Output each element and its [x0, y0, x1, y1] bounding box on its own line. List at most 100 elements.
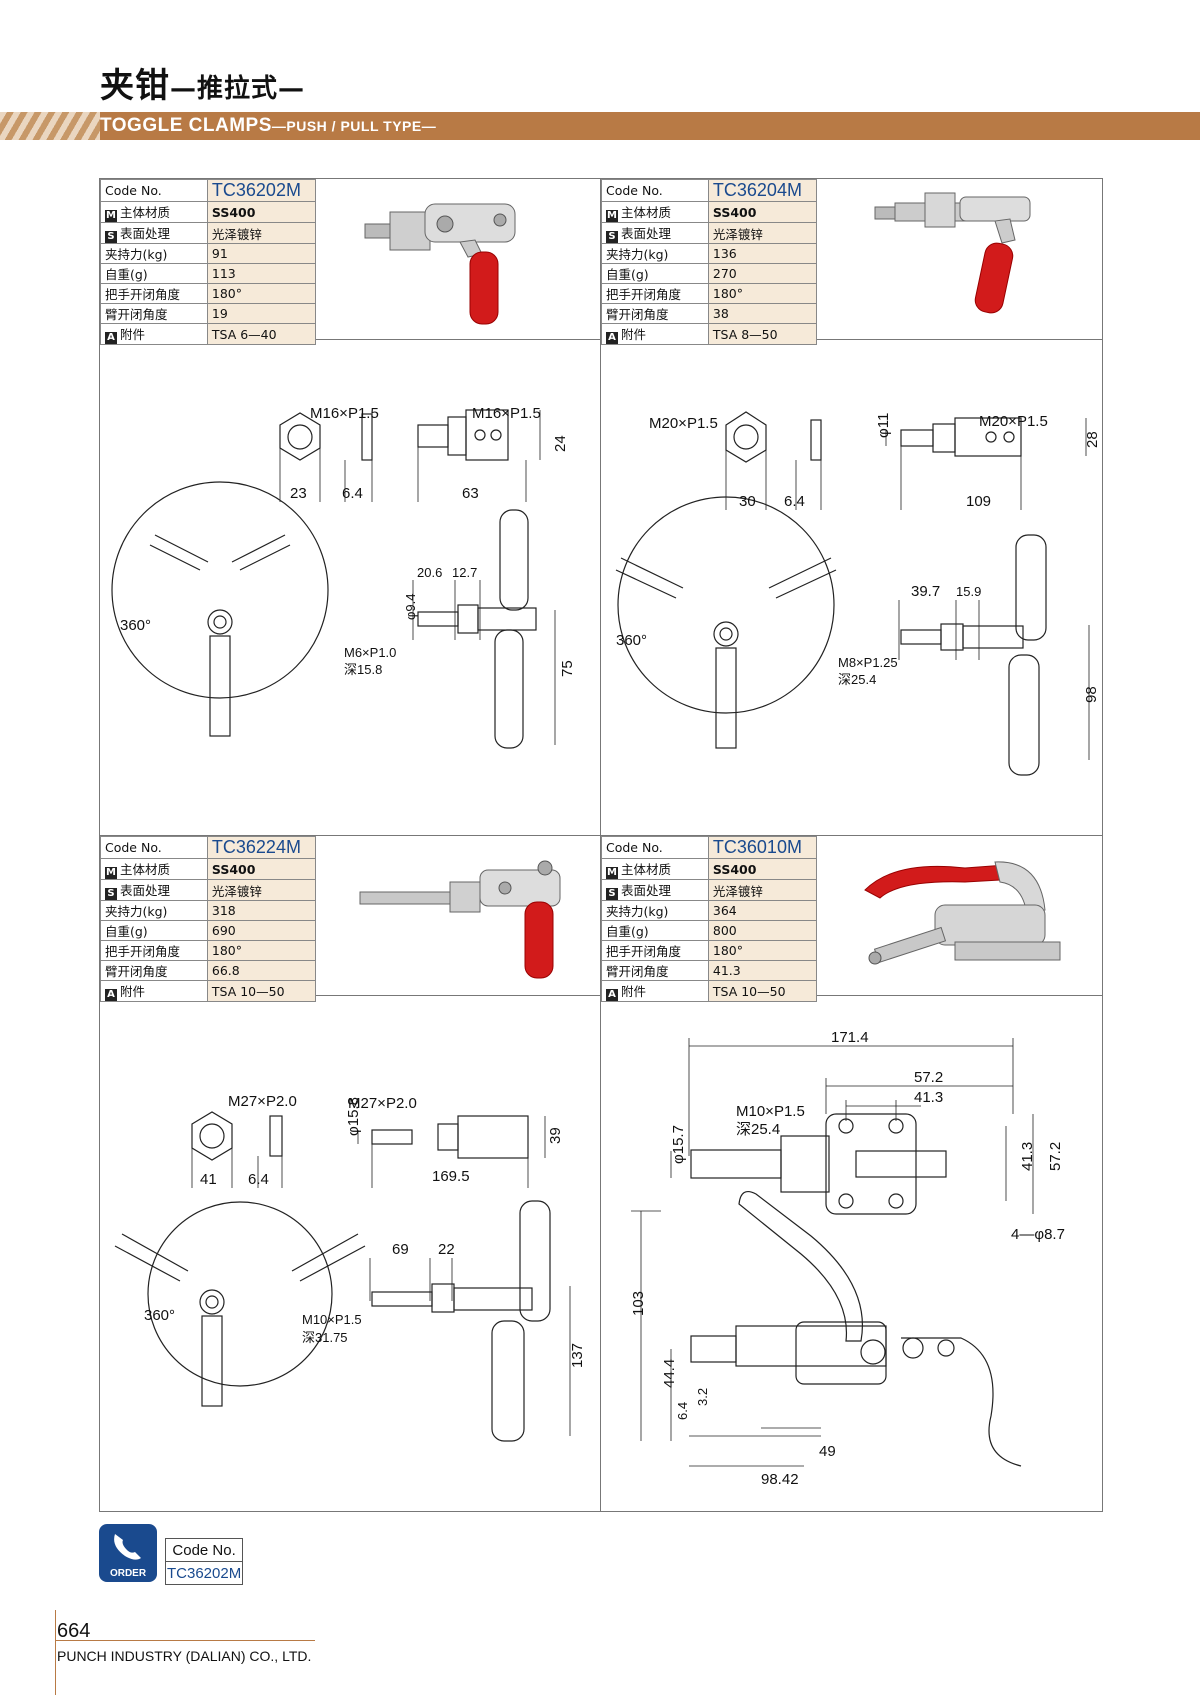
badge-s: S	[105, 888, 117, 900]
dim-h: 39	[547, 1127, 564, 1144]
grid-divider-1	[99, 339, 1102, 340]
page-title: 夹钳—推拉式—	[100, 58, 305, 107]
badge-m: M	[105, 867, 117, 879]
dim-44-4: 44.4	[661, 1359, 678, 1388]
order-code-value: TC36202M	[164, 1561, 244, 1585]
badge-a: A	[606, 989, 618, 1001]
dim-b: 12.7	[452, 565, 477, 580]
label-force: 夹持力(kg)	[601, 900, 709, 921]
dim-thread2: M27×P2.0	[348, 1095, 417, 1112]
label-handle-angle: 把手开闭角度	[601, 940, 709, 961]
dim-rotation: 360°	[616, 632, 647, 649]
dim-thread2: M16×P1.5	[472, 405, 541, 422]
dim-depth: 深15.8	[344, 662, 382, 677]
force-value: 136	[707, 243, 818, 264]
code-value: TC36204M	[707, 179, 818, 202]
product-grid	[99, 178, 1103, 1512]
label-accessory: 附件	[120, 984, 146, 999]
label-surface: 表面处理	[621, 883, 672, 898]
dim-thread: M27×P2.0	[228, 1093, 297, 1110]
dim-hex: 30	[739, 493, 756, 510]
surface-value: 光泽镀锌	[206, 879, 317, 901]
arm-angle-value: 66.8	[206, 960, 317, 981]
banner-stripes	[0, 112, 100, 140]
label-handle-angle: 把手开闭角度	[601, 283, 709, 304]
dim-depth: 深31.75	[302, 1330, 348, 1345]
handle-angle-value: 180°	[206, 283, 317, 304]
order-label: ORDER	[109, 1568, 147, 1579]
badge-m: M	[606, 867, 618, 879]
title-en-sub: —PUSH / PULL TYPE—	[271, 118, 437, 134]
badge-a: A	[105, 332, 117, 344]
order-icon: ORDER	[99, 1524, 157, 1582]
dim-total: 171.4	[831, 1029, 869, 1046]
grid-divider-vertical	[600, 178, 601, 1512]
label-accessory: 附件	[621, 327, 647, 342]
title-cn: 夹钳	[100, 66, 170, 106]
title-cn-sub: —推拉式—	[170, 74, 306, 104]
handle-angle-value: 180°	[206, 940, 317, 961]
label-arm-angle: 臂开闭角度	[100, 960, 208, 981]
technical-drawing-3: M27×P2.0 M27×P2.0 41 6.4 φ15.8 169.5 39 …	[114, 1093, 586, 1442]
dim-nut: 6.4	[248, 1171, 269, 1188]
label-material: 主体材质	[621, 862, 672, 877]
material-value: SS400	[707, 201, 818, 223]
label-material: 主体材质	[120, 205, 171, 220]
grid-divider-2	[99, 835, 1102, 836]
dim-hole: M10×P1.5	[736, 1103, 805, 1120]
label-arm-angle: 臂开闭角度	[601, 303, 709, 324]
label-weight: 自重(g)	[601, 263, 709, 284]
dim-h: 28	[1084, 431, 1101, 448]
label-accessory: 附件	[120, 327, 146, 342]
label-weight: 自重(g)	[100, 263, 208, 284]
dim-tall: 137	[569, 1343, 586, 1368]
dim-depth: 深25.4	[736, 1121, 780, 1138]
badge-m: M	[606, 210, 618, 222]
company-name: PUNCH INDUSTRY (DALIAN) CO., LTD.	[57, 1648, 312, 1664]
label-weight: 自重(g)	[601, 920, 709, 941]
dim-thread: M20×P1.5	[649, 415, 718, 432]
weight-value: 800	[707, 920, 818, 941]
product-photo-2	[874, 192, 1031, 314]
footer-rule	[55, 1640, 315, 1641]
dim-depth: 深25.4	[838, 672, 876, 687]
arm-angle-value: 41.3	[707, 960, 818, 981]
dim-h2: 57.2	[1047, 1142, 1064, 1171]
weight-value: 113	[206, 263, 317, 284]
dim-w2: 41.3	[914, 1089, 943, 1106]
dim-hex: 23	[290, 485, 307, 502]
arm-angle-value: 38	[707, 303, 818, 324]
label-force: 夹持力(kg)	[100, 900, 208, 921]
surface-value: 光泽镀锌	[707, 222, 818, 244]
label-accessory: 附件	[621, 984, 647, 999]
page-number: 664	[57, 1620, 91, 1642]
code-value: TC36010M	[707, 836, 818, 859]
phone-icon	[114, 1534, 141, 1560]
order-code-table: Code No. TC36202M	[164, 1538, 244, 1585]
label-handle-angle: 把手开闭角度	[100, 283, 208, 304]
label-force: 夹持力(kg)	[100, 243, 208, 264]
label-code: Code No.	[601, 836, 709, 859]
dim-w1: 57.2	[914, 1069, 943, 1086]
dim-dia: φ15.8	[345, 1097, 362, 1136]
dim-a: 39.7	[911, 583, 940, 600]
label-force: 夹持力(kg)	[601, 243, 709, 264]
arm-angle-value: 19	[206, 303, 317, 324]
dim-len: 63	[462, 485, 479, 502]
code-value: TC36202M	[206, 179, 317, 202]
handle-angle-value: 180°	[707, 283, 818, 304]
accessory-value: TSA 10—50	[206, 980, 317, 1002]
force-value: 364	[707, 900, 818, 921]
force-value: 318	[206, 900, 317, 921]
dim-3-2: 3.2	[695, 1388, 710, 1406]
badge-s: S	[606, 231, 618, 243]
weight-value: 270	[707, 263, 818, 284]
dim-h1: 41.3	[1019, 1142, 1036, 1171]
product-photo-1	[364, 203, 516, 325]
label-surface: 表面处理	[120, 226, 171, 241]
dim-dia: φ9.4	[403, 593, 418, 620]
dim-hole: M10×P1.5	[302, 1312, 362, 1327]
label-material: 主体材质	[621, 205, 672, 220]
